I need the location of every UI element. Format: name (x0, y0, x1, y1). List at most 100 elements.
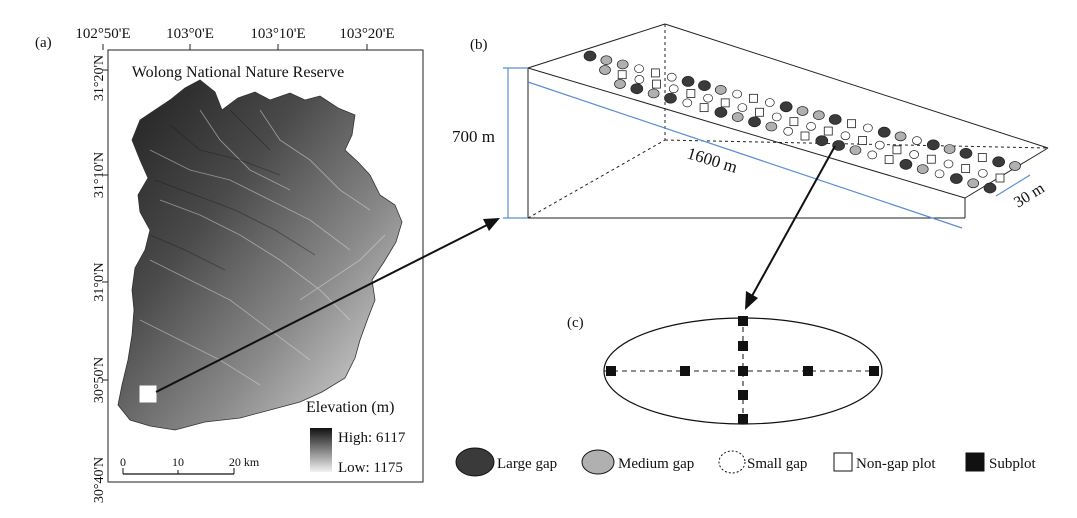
non-gap-plot (720, 98, 730, 108)
small-gap-plot (863, 123, 873, 133)
lat-label: 30°40'N (92, 457, 107, 503)
small-gap-plot (668, 84, 679, 94)
small-gap-plot (771, 112, 782, 122)
legend-subplot-icon (965, 452, 985, 472)
non-gap-plot (961, 164, 971, 174)
lat-label: 31°0'N (92, 262, 107, 301)
large-gap-plot (992, 156, 1006, 168)
large-gap-plot (630, 83, 644, 95)
medium-gap-plot (812, 110, 825, 121)
non-gap-plot (789, 117, 799, 127)
large-gap-plot (926, 139, 940, 151)
small-gap-plot (764, 98, 775, 107)
non-gap-plot (995, 173, 1005, 183)
dimension-lines (503, 67, 1031, 229)
transect-box (527, 23, 1049, 219)
medium-gap-plot (796, 106, 809, 116)
legend-medium-gap-icon (581, 449, 615, 475)
medium-gap-plot (916, 164, 929, 174)
non-gap-plot (652, 79, 661, 89)
medium-gap-plot (943, 144, 956, 154)
large-gap-plot (877, 126, 891, 138)
small-gap-plot (703, 93, 713, 103)
large-gap-plot (664, 92, 677, 104)
arrow-transect-to-subplot (745, 145, 836, 310)
elevation-title: Elevation (m) (306, 399, 394, 416)
non-gap-plot (892, 145, 902, 155)
legend-non-gap-icon (833, 452, 853, 472)
medium-gap-plot (714, 84, 727, 95)
lat-label: 31°20'N (92, 55, 107, 101)
small-gap-plot (867, 150, 878, 160)
medium-gap-plot (765, 121, 778, 132)
non-gap-plot (650, 68, 660, 78)
arrow-map-to-transect (155, 218, 500, 393)
small-gap-plot (934, 169, 945, 179)
large-gap-plot (832, 140, 845, 151)
small-gap-plot (840, 131, 851, 141)
height-label: 700 m (452, 127, 495, 146)
large-gap-plot (828, 114, 842, 125)
non-gap-plot (686, 89, 696, 98)
non-gap-plot (749, 93, 758, 103)
small-gap-plot (806, 121, 816, 131)
medium-gap-plot (967, 178, 980, 189)
elevation-low: Low: 1175 (338, 460, 403, 476)
small-gap-plot (737, 103, 748, 112)
width-label: 30 m (1011, 179, 1048, 211)
scale-bar (122, 468, 235, 475)
medium-gap-plot (616, 59, 629, 70)
medium-gap-plot (599, 65, 611, 75)
map-title: Wolong National Nature Reserve (132, 64, 344, 81)
legend-label: Large gap (497, 456, 557, 472)
non-gap-plot (823, 126, 833, 136)
non-gap-plot (926, 154, 936, 164)
non-gap-plot (800, 131, 810, 141)
medium-gap-plot (614, 79, 626, 89)
legend: Large gap Medium gap Small gap Non-gap p… (455, 447, 1037, 477)
small-gap-plot (732, 89, 742, 99)
elevation-ramp (310, 428, 332, 472)
map-ticks (102, 44, 368, 381)
scale-tick: 20 km (229, 455, 260, 469)
length-label: 1600 m (685, 144, 740, 177)
small-gap-plot (634, 64, 644, 74)
legend-label: Medium gap (618, 456, 694, 472)
small-gap-plot (666, 72, 677, 82)
legend-label: Non-gap plot (856, 456, 936, 472)
non-gap-plot (699, 103, 709, 113)
legend-label: Subplot (989, 456, 1037, 472)
large-gap-plot (583, 50, 597, 62)
dem-valleys (149, 109, 316, 271)
legend-label: Small gap (747, 456, 807, 472)
medium-gap-plot (849, 145, 862, 156)
medium-gap-plot (600, 55, 613, 66)
small-gap-plot (783, 126, 794, 136)
small-gap-plot (909, 150, 919, 159)
plot-markers (583, 50, 1021, 194)
elevation-high: High: 6117 (338, 430, 406, 446)
study-area-marker (139, 385, 157, 403)
medium-gap-plot (894, 131, 907, 142)
lon-label: 103°0'E (166, 26, 214, 42)
large-gap-plot (899, 159, 913, 170)
scale-tick: 0 (120, 455, 126, 469)
large-gap-plot (748, 116, 761, 128)
non-gap-plot (858, 136, 868, 145)
large-gap-plot (681, 76, 695, 87)
large-gap-plot (779, 101, 793, 113)
small-gap-plot (874, 140, 885, 150)
lat-label: 30°50'N (92, 357, 107, 403)
subplot-markers (606, 316, 879, 424)
legend-small-gap-icon (718, 450, 746, 474)
small-gap-plot (682, 98, 693, 108)
dem-terrain (117, 79, 403, 431)
large-gap-plot (815, 135, 829, 147)
small-gap-plot (977, 168, 988, 178)
lon-label: 103°10'E (250, 26, 305, 42)
non-gap-plot (977, 153, 987, 162)
lon-label: 103°20'E (339, 26, 394, 42)
medium-gap-plot (647, 88, 660, 99)
large-gap-plot (714, 107, 728, 118)
dem-ridges (139, 109, 386, 386)
